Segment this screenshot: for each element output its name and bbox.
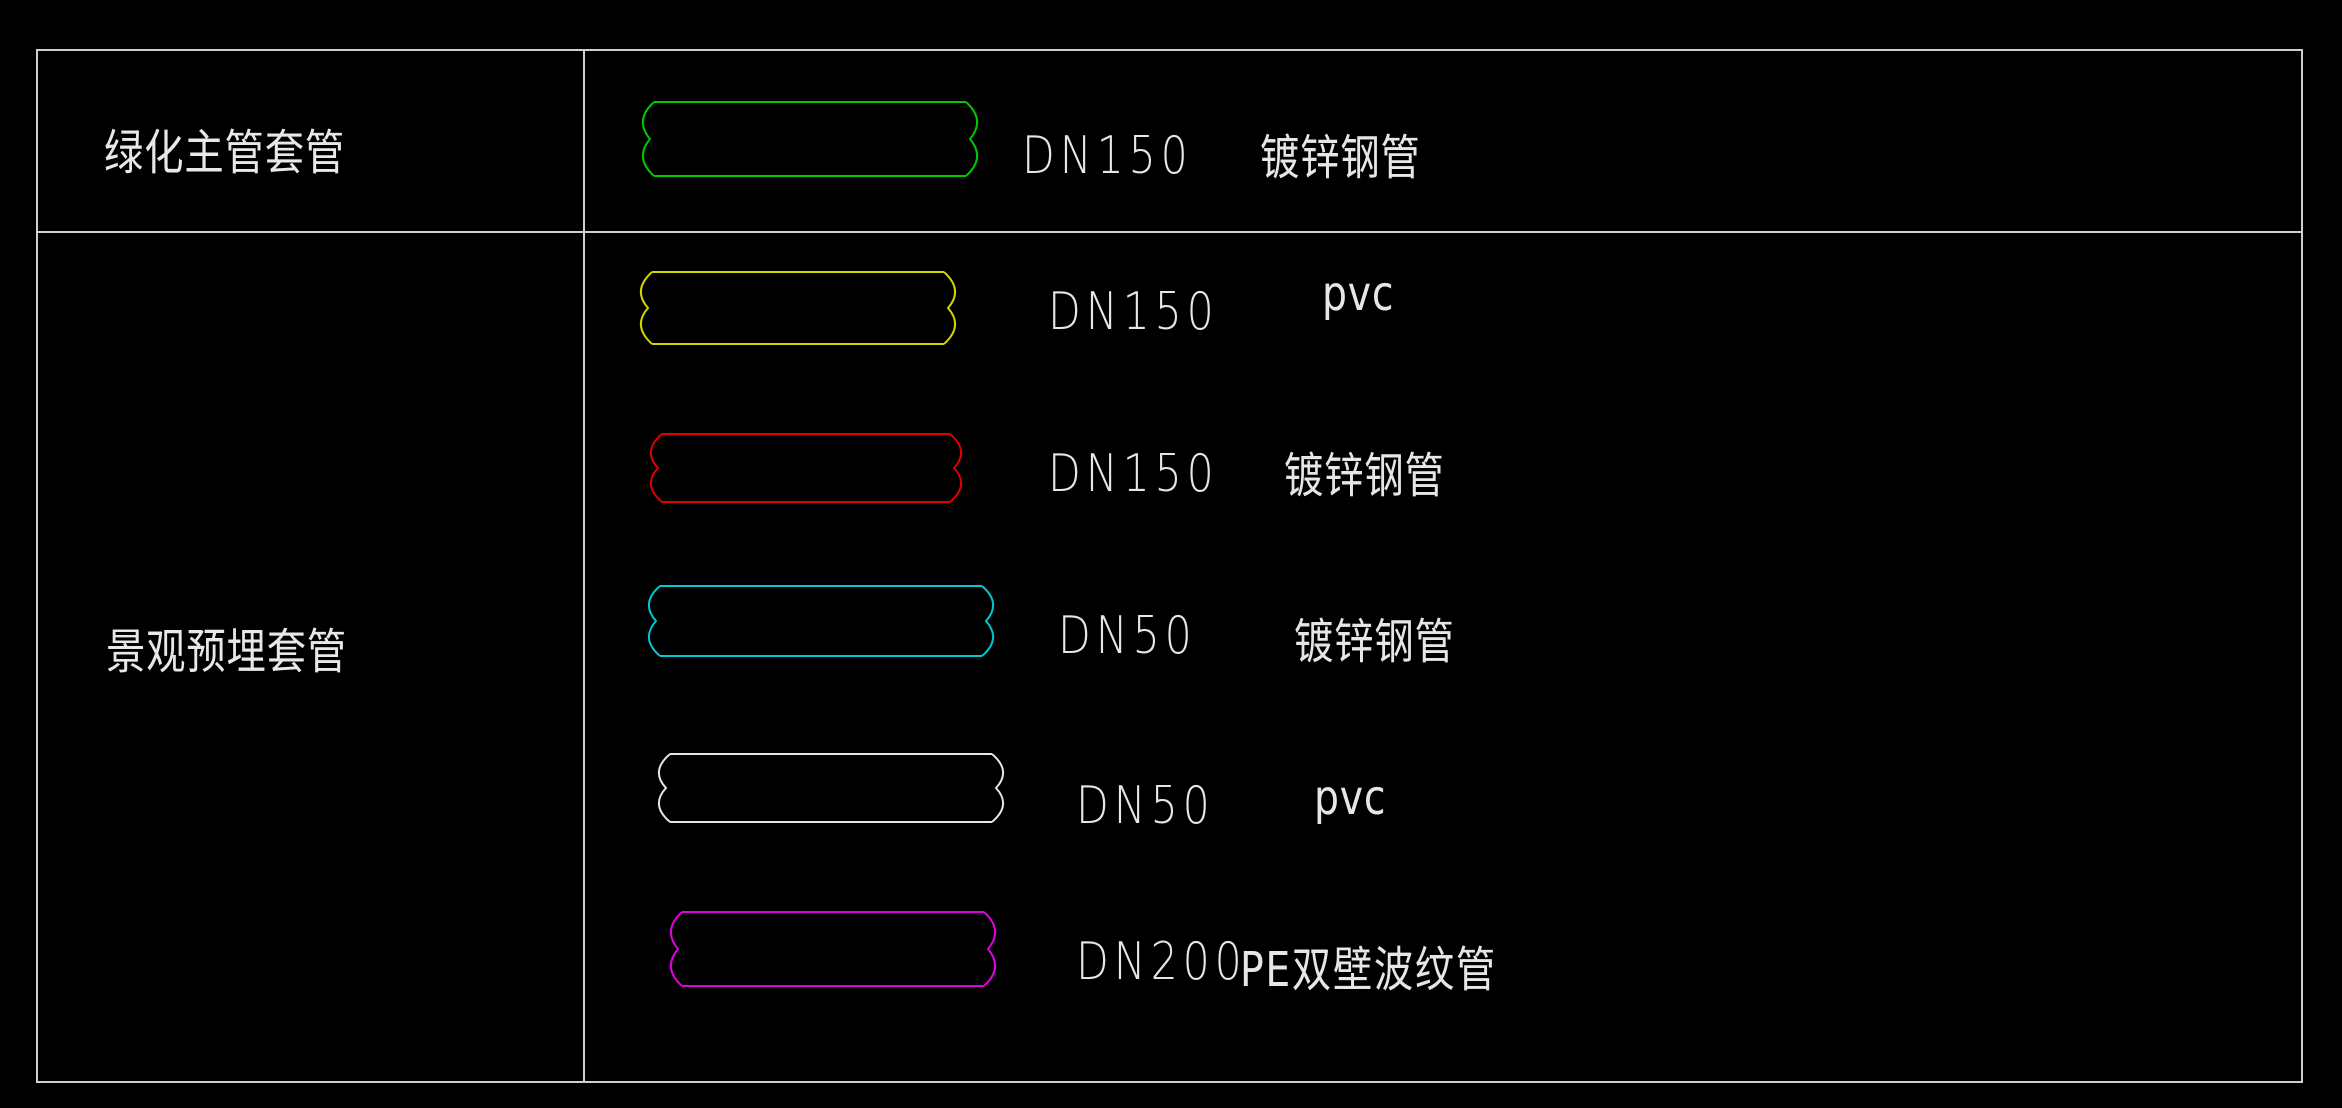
pipe-material-label: 镀锌钢管	[1284, 448, 1445, 504]
table-border-right	[2301, 49, 2303, 1083]
pipe-size-label: DN50	[1076, 776, 1215, 836]
pipe-size-label: DN150	[1048, 444, 1219, 504]
table-column-divider	[583, 49, 585, 1083]
pipe-material-label: 镀锌钢管	[1294, 614, 1455, 670]
pipe-size-label: DN150	[1022, 126, 1193, 186]
pipe-symbol-icon	[650, 433, 962, 503]
legend-item: DN50 pvc	[0, 0, 2342, 836]
table-row-divider	[36, 231, 2303, 233]
pipe-material-label: 镀锌钢管	[1260, 130, 1421, 186]
pipe-symbol-icon	[670, 911, 996, 987]
legend-item: DN150 pvc	[0, 0, 2342, 345]
pipe-symbol-icon	[640, 271, 956, 345]
pipe-symbol-icon	[642, 101, 978, 177]
legend-item: DN150 镀锌钢管	[0, 0, 2342, 186]
legend-item: DN50 镀锌钢管	[0, 0, 2342, 670]
pipe-size-label: DN150	[1048, 282, 1219, 342]
category-label-landscape-embedded-sleeve: 景观预埋套管	[106, 624, 348, 680]
pipe-material-label: PE双壁波纹管	[1240, 942, 1497, 998]
pipe-material-label: pvc	[1322, 266, 1395, 322]
pipe-symbol-icon	[658, 753, 1004, 823]
pipe-symbol-icon	[648, 585, 994, 657]
legend-item: DN200 PE双壁波纹管	[0, 0, 2342, 998]
pipe-size-label: DN200	[1076, 932, 1247, 992]
table-border-left	[36, 49, 38, 1083]
table-border-top	[36, 49, 2303, 51]
category-label-greening-main-sleeve: 绿化主管套管	[104, 125, 346, 181]
table-border-bottom	[36, 1081, 2303, 1083]
legend-item: DN150 镀锌钢管	[0, 0, 2342, 504]
pipe-material-label: pvc	[1314, 770, 1387, 826]
pipe-size-label: DN50	[1058, 606, 1197, 666]
